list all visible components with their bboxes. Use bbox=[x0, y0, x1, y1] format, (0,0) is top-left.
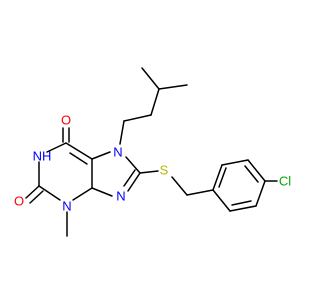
atom-n9: N bbox=[116, 189, 125, 204]
bond-n3-c4 bbox=[72, 187, 93, 201]
atom-n7: N bbox=[113, 145, 122, 160]
bond-ring-6 bbox=[212, 189, 231, 212]
atom-nh: NH bbox=[33, 149, 52, 164]
bond-c5-n7 bbox=[91, 151, 111, 160]
bond-c2-n3 bbox=[38, 185, 61, 201]
bond-ring-2 bbox=[221, 159, 249, 166]
atom-sulfur: S bbox=[160, 163, 169, 178]
bond-chain-methyl bbox=[141, 67, 160, 90]
bond-c2-o-double bbox=[29, 190, 44, 204]
atom-n-methyl: N bbox=[62, 199, 71, 214]
bonds bbox=[25, 67, 278, 237]
bond-ring-4 bbox=[255, 180, 266, 207]
atom-chlorine: Cl bbox=[279, 174, 291, 189]
bond-c8-n9 bbox=[127, 172, 141, 192]
molecule-structure: O NH O N N N S Cl bbox=[14, 67, 291, 237]
bond-c2-o bbox=[25, 185, 40, 199]
bond-c8-n9-double bbox=[123, 169, 136, 187]
bond-c5-c6 bbox=[65, 142, 93, 160]
bond-n7-ch2 bbox=[119, 120, 125, 145]
bond-n7-c8 bbox=[125, 156, 141, 174]
bond-n9-c4 bbox=[91, 187, 113, 197]
bond-chain-2 bbox=[150, 88, 160, 116]
bond-ring-3 bbox=[247, 159, 266, 182]
bond-c8-s bbox=[139, 170, 159, 174]
bond-ring-1-inner bbox=[218, 167, 227, 188]
bond-chain-3 bbox=[158, 84, 188, 90]
bond-ring-1 bbox=[212, 164, 223, 191]
bond-ring-5-inner bbox=[231, 200, 252, 206]
bond-chain-1 bbox=[123, 114, 152, 122]
bond-ch2-ring bbox=[186, 189, 214, 196]
atom-o-top: O bbox=[61, 113, 71, 128]
bond-s-ch2 bbox=[171, 176, 188, 196]
bond-ring-3-inner bbox=[244, 165, 259, 183]
atom-o-left: O bbox=[14, 194, 24, 209]
atom-labels: O NH O N N N S Cl bbox=[14, 113, 291, 214]
bond-c6-n1 bbox=[46, 142, 67, 153]
bond-c5-c6-inner bbox=[69, 152, 88, 165]
bond-ring-5 bbox=[229, 205, 257, 212]
